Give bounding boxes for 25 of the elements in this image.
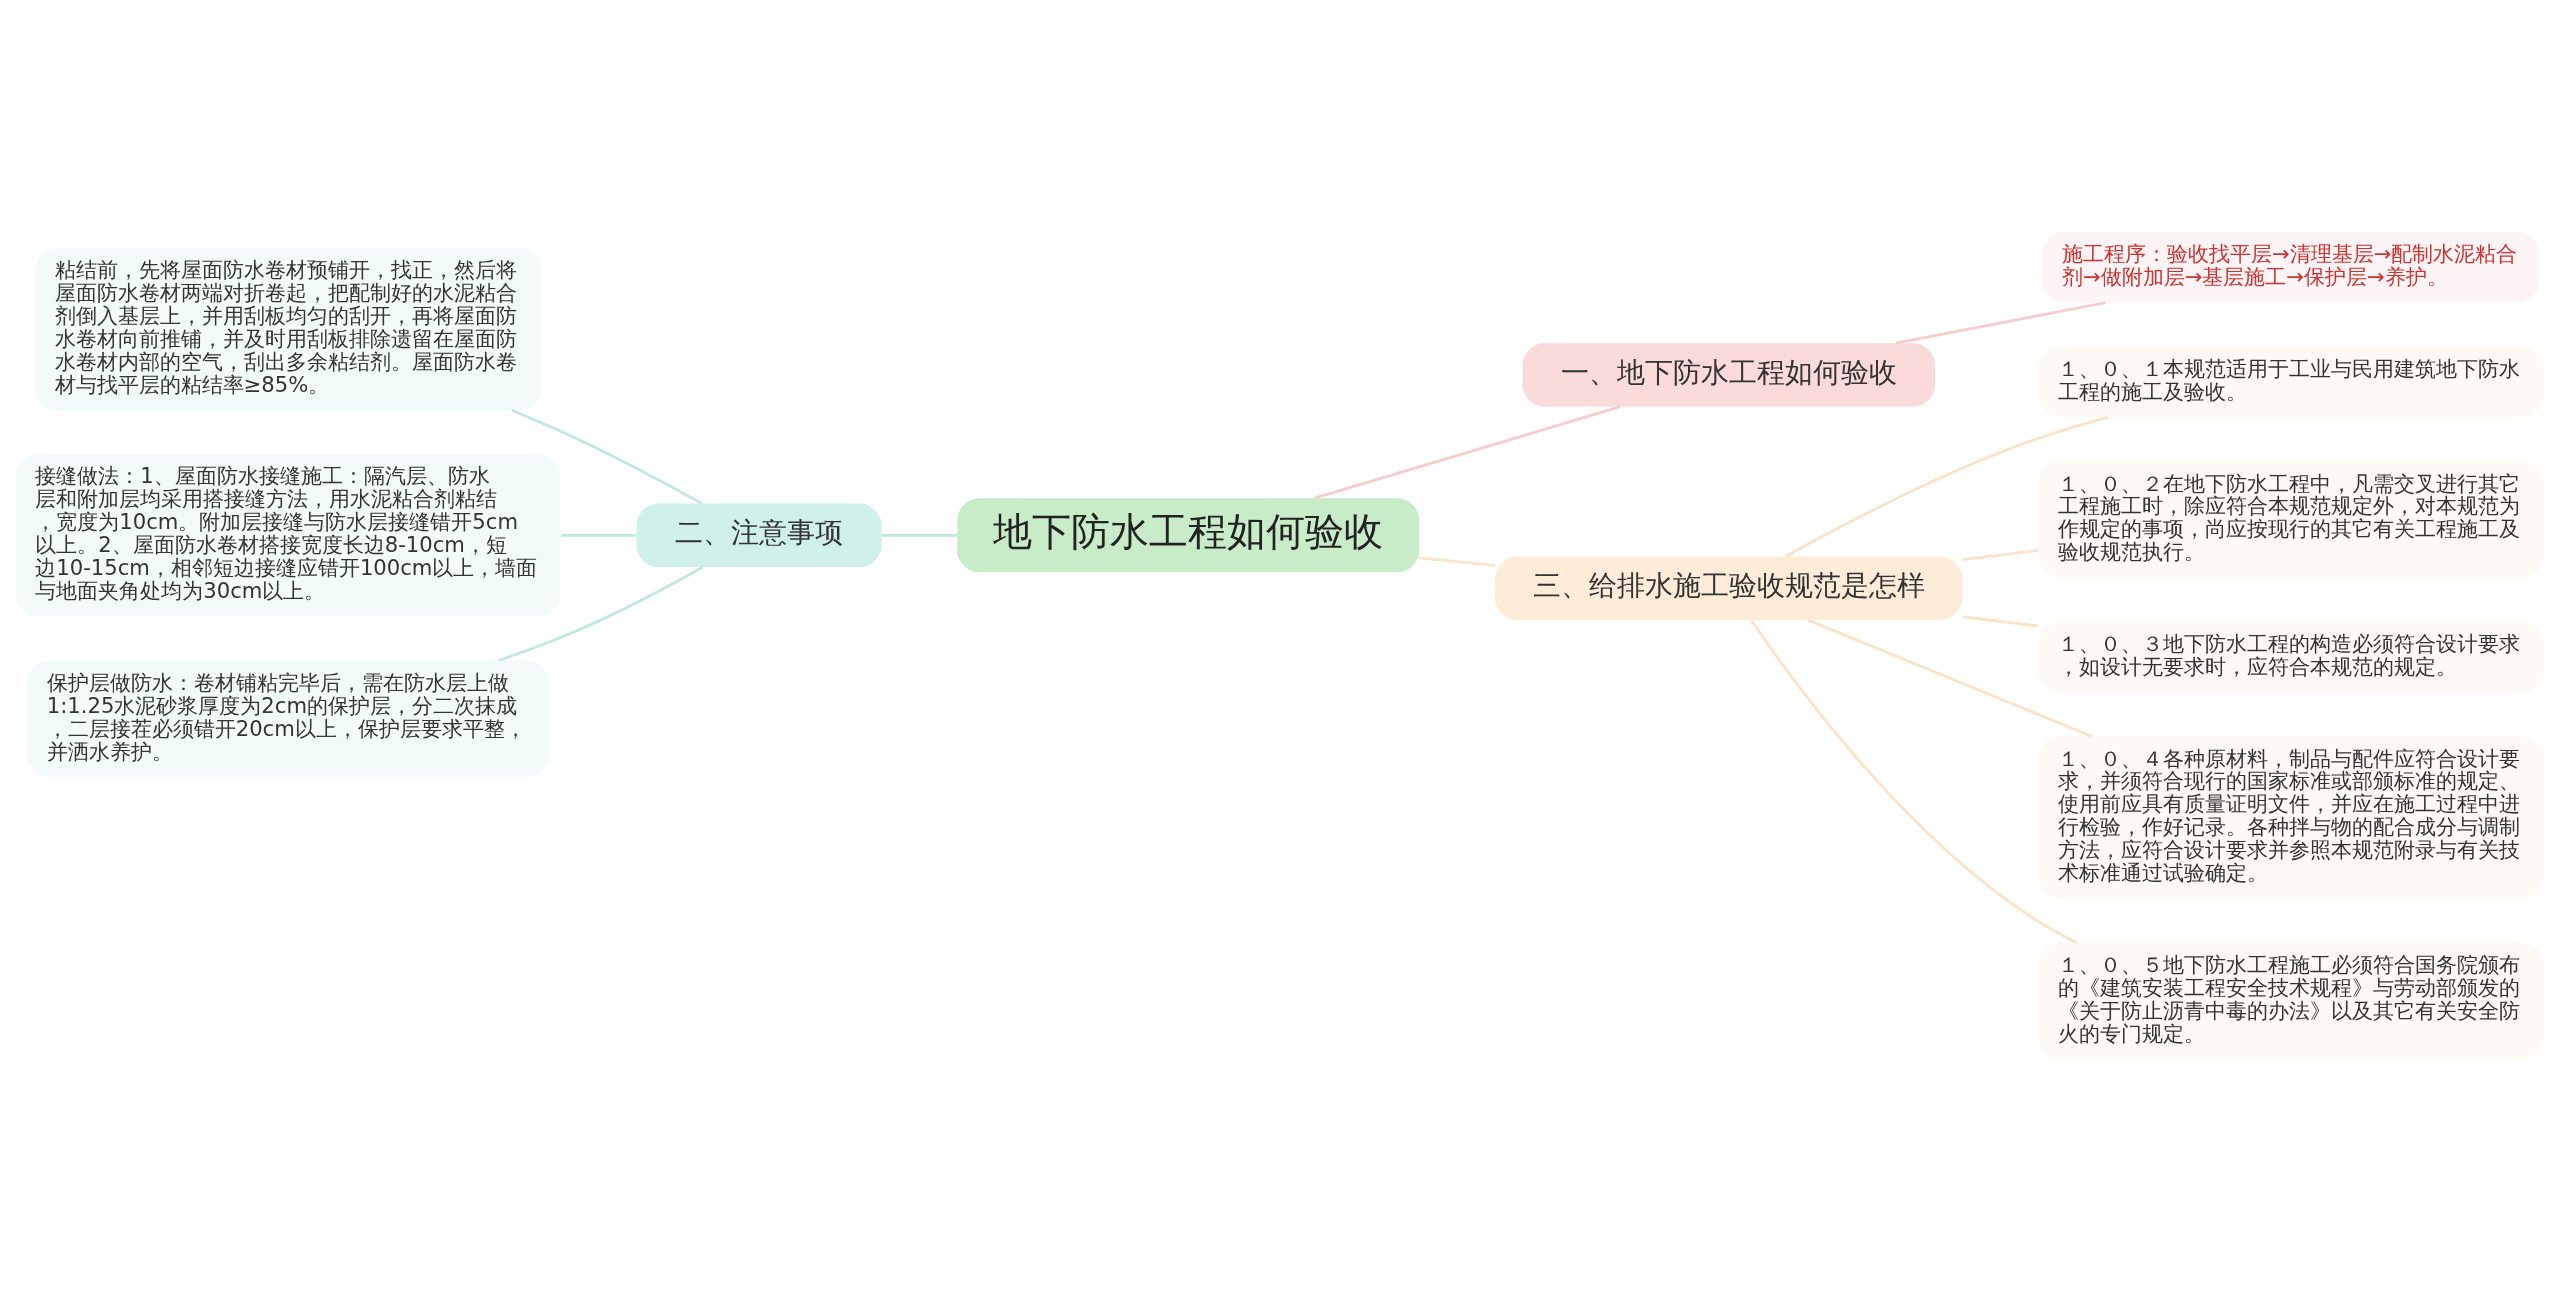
connector [1314, 404, 1621, 499]
node-box: 施工程序：验收找平层→清理基层→配制水泥粘合剂→做附加层→基层施工→保护层→养护。 [2042, 231, 2540, 303]
node-box: １、０、４各种原材料，制品与配件应符合设计要求，并须符合现行的国家标准或部颁标准的规定、使用前应具有质量证明文件，并应在施工过程中进行检验，作好记录。各种拌与物的配合成分与调制方法，应符合设计要求并参照本规范附录与有关技术标准通过试验确定。 [2038, 735, 2545, 898]
connector [1962, 614, 2039, 627]
connector [1962, 548, 2039, 561]
node-box: １、０、５地下防水工程施工必须符合国务院颁布的《建筑安装工程安全技术规程》与劳动部颁发的《关于防止沥青中毒的办法》以及其它有关安全防火的专门规定。 [2038, 942, 2545, 1059]
connector [498, 565, 704, 662]
connector [1807, 618, 2092, 738]
node-box: １、０、１本规范适用于工业与民用建筑地下防水工程的施工及验收。 [2038, 346, 2545, 417]
connector [511, 408, 703, 505]
node-box: 一、地下防水工程如何验收 [1522, 342, 1935, 407]
connector [561, 533, 637, 537]
node-box: 地下防水工程如何验收 [957, 497, 1420, 572]
connector [881, 533, 958, 537]
node-box: 保护层做防水：卷材铺粘完毕后，需在防水层上做1:1.25水泥砂浆厚度为2cm的保护层，分二次抹成，二层接茬必须错开20cm以上，保护层要求平整，并洒水养护。 [27, 660, 550, 777]
node-box: １、０、３地下防水工程的构造必须符合设计要求，如设计无要求时，应符合本规范的规定。 [2038, 621, 2545, 692]
node-box: 三、给排水施工验收规范是怎样 [1495, 555, 1963, 620]
connector [1895, 300, 2107, 344]
connector [1750, 619, 2078, 944]
connector [1785, 415, 2109, 557]
node-box: 接缝做法：1、屋面防水接缝施工：隔汽层、防水层和附加层均采用搭接缝方法，用水泥粘合剂粘结，宽度为10cm。附加层接缝与防水层接缝错开5cm以上。2、屋面防水卷材搭接宽度长边8-10cm，短边10-15cm，相邻短边接缝应错开100cm以上，墙面与地面夹角处均为30cm以上。 [15, 453, 561, 616]
connector [1419, 556, 1496, 567]
node-box: 粘结前，先将屋面防水卷材预铺开，找正，然后将屋面防水卷材两端对折卷起，把配制好的水泥粘合剂倒入基层上，并用刮板均匀的刮开，再将屋面防水卷材向前推铺，并及时用刮板排除遗留在屋面防水卷材内部的空气，刮出多余粘结剂。屋面防水卷材与找平层的粘结率≥85%。 [35, 247, 542, 410]
node-box: 二、注意事项 [636, 503, 882, 567]
node-box: １、０、２在地下防水工程中，凡需交叉进行其它工程施工时，除应符合本规范规定外，对本规范为作规定的事项，尚应按现行的其它有关工程施工及验收规范执行。 [2038, 460, 2545, 578]
